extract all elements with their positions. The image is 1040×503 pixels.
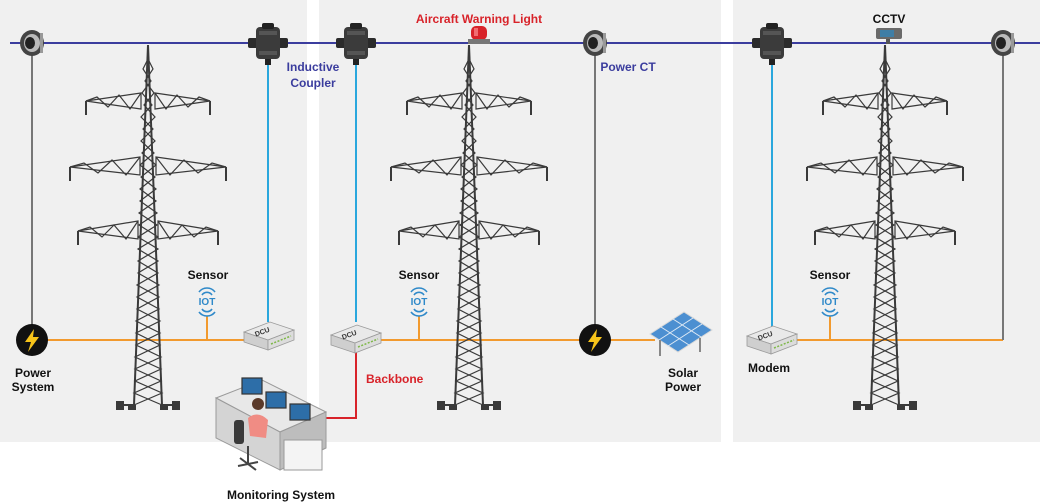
ct-drop-wires <box>31 55 1004 340</box>
dcu-label: DCU <box>757 331 774 343</box>
power-system-label-line1: Power <box>15 366 51 380</box>
backbone-line <box>312 352 357 419</box>
power-system-bolt-icon <box>579 324 611 356</box>
sensor-label-left: Sensor <box>188 268 229 282</box>
cctv-camera-icon <box>876 28 902 44</box>
panel-left <box>0 0 307 442</box>
inductive-coupler-label-line2: Coupler <box>290 76 336 90</box>
sensor-label-right: Sensor <box>810 268 851 282</box>
dcu-label: DCU <box>341 330 358 342</box>
power-ct-ring-icon <box>991 30 1015 56</box>
coupler-comm-lines <box>267 60 773 330</box>
power-system-label-line2: System <box>12 380 55 394</box>
inductive-coupler-label-line1: Inductive <box>287 60 340 74</box>
modem-label: Modem <box>748 361 790 375</box>
iot-label: IOT <box>822 297 839 308</box>
solar-power-label-line1: Solar <box>668 366 698 380</box>
power-ct-ring-icon <box>20 30 44 56</box>
dcu-label: DCU <box>254 327 271 339</box>
solar-panel-icon <box>649 311 713 356</box>
monitoring-system-label: Monitoring System <box>227 488 335 502</box>
sensor-label-middle: Sensor <box>399 268 440 282</box>
iot-label: IOT <box>199 297 216 308</box>
solar-power-label-line2: Power <box>665 380 701 394</box>
panel-middle <box>319 0 721 442</box>
operator-workstation-icon <box>214 377 328 471</box>
power-ct-label: Power CT <box>600 60 656 74</box>
iot-label: IOT <box>411 297 428 308</box>
backbone-label: Backbone <box>366 372 424 386</box>
cctv-label: CCTV <box>873 12 906 26</box>
warning-beacon-icon <box>468 26 490 44</box>
power-ct-ring-icon <box>583 30 607 56</box>
power-system-bolt-icon <box>16 324 48 356</box>
aircraft-warning-light-label: Aircraft Warning Light <box>416 12 542 26</box>
